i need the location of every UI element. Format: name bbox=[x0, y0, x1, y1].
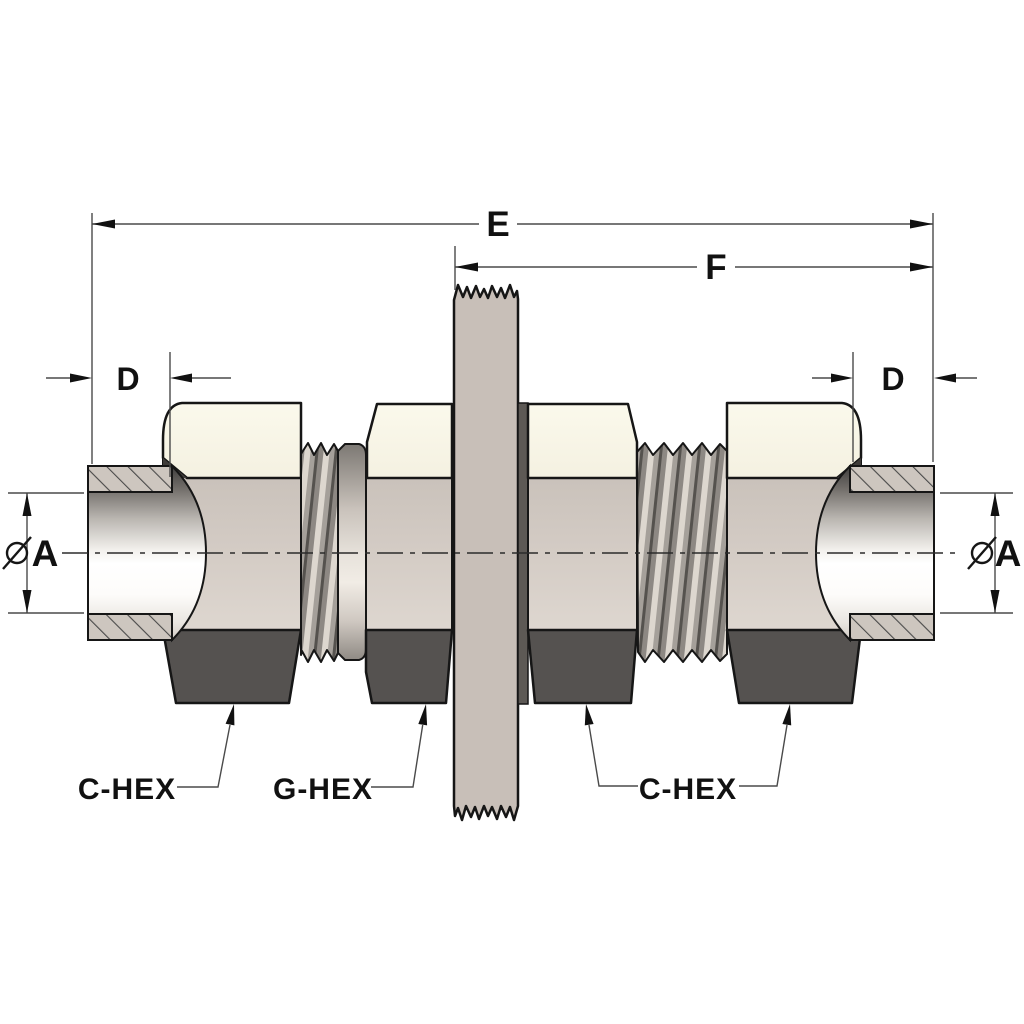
dim-label-d-left: D bbox=[116, 361, 139, 397]
callout-label-g-hex: G-HEX bbox=[273, 773, 373, 806]
dim-label-a-right: A bbox=[995, 533, 1022, 574]
arrowhead-right bbox=[910, 262, 933, 272]
leader-arrowhead-right bbox=[782, 704, 792, 726]
body-hex-left bbox=[364, 402, 454, 705]
callout-c-hex-right: C-HEX bbox=[584, 704, 792, 806]
dim-label-f: F bbox=[705, 248, 726, 287]
left-nut-top-face bbox=[161, 401, 303, 480]
dimension-d-left: D bbox=[46, 352, 231, 477]
leader-line bbox=[371, 724, 424, 788]
arrowhead-right bbox=[934, 373, 956, 383]
body-hex-right-bottom-face bbox=[526, 628, 639, 705]
dimension-f: F bbox=[454, 246, 933, 290]
left-thread-crests bbox=[300, 442, 339, 663]
dimension-d-right: D bbox=[812, 352, 977, 462]
body-hex-right bbox=[526, 402, 639, 705]
callout-c-hex-left: C-HEX bbox=[78, 704, 235, 806]
dim-label-a-left: A bbox=[32, 533, 59, 574]
leader-line-left bbox=[588, 724, 638, 787]
body-hex-right-front-face bbox=[527, 477, 638, 631]
arrowhead-right bbox=[910, 219, 933, 229]
arrowhead-down bbox=[990, 590, 1000, 613]
callout-label-c-hex-left: C-HEX bbox=[78, 773, 176, 806]
body-hex-right-top-face bbox=[526, 402, 639, 480]
body-hex-left-bottom-face bbox=[364, 628, 454, 705]
arrowhead-down bbox=[22, 590, 32, 613]
left-nut-bottom-face bbox=[161, 628, 303, 705]
left-threads bbox=[300, 442, 367, 663]
arrowhead-left bbox=[455, 262, 478, 272]
arrowhead-up bbox=[22, 493, 32, 516]
leader-arrowhead-left bbox=[584, 704, 594, 726]
leader-arrowhead bbox=[418, 704, 428, 726]
dim-label-e: E bbox=[486, 205, 509, 244]
right-section-hatch-bottom bbox=[849, 613, 935, 641]
dimension-e: E bbox=[91, 205, 934, 464]
right-nut-bottom-face bbox=[725, 628, 863, 705]
arrowhead-left bbox=[92, 219, 115, 229]
dimension-dia-a-right: A bbox=[940, 492, 1022, 614]
leader-arrowhead bbox=[225, 704, 235, 726]
left-tube-port bbox=[87, 463, 208, 643]
dim-label-d-right: D bbox=[881, 361, 904, 397]
arrowhead-right bbox=[170, 373, 192, 383]
left-thread-land bbox=[337, 443, 367, 661]
left-section-hatch-bottom bbox=[87, 613, 173, 641]
arrowhead-up bbox=[990, 493, 1000, 516]
callout-label-c-hex-right: C-HEX bbox=[639, 773, 737, 806]
leader-line-right bbox=[739, 724, 788, 787]
callout-g-hex: G-HEX bbox=[273, 704, 428, 806]
diameter-icon bbox=[2, 536, 32, 570]
body-hex-left-front-face bbox=[365, 477, 453, 631]
body-hex-left-top-face bbox=[365, 402, 454, 480]
right-nut-top-face bbox=[725, 401, 863, 480]
right-section-hatch-top bbox=[849, 465, 935, 493]
arrowhead-left bbox=[70, 373, 92, 383]
left-section-hatch-top bbox=[87, 465, 173, 493]
leader-line bbox=[177, 724, 231, 788]
arrowhead-left bbox=[831, 373, 853, 383]
dimension-dia-a-left: A bbox=[2, 492, 84, 614]
diameter-icon bbox=[967, 536, 997, 570]
